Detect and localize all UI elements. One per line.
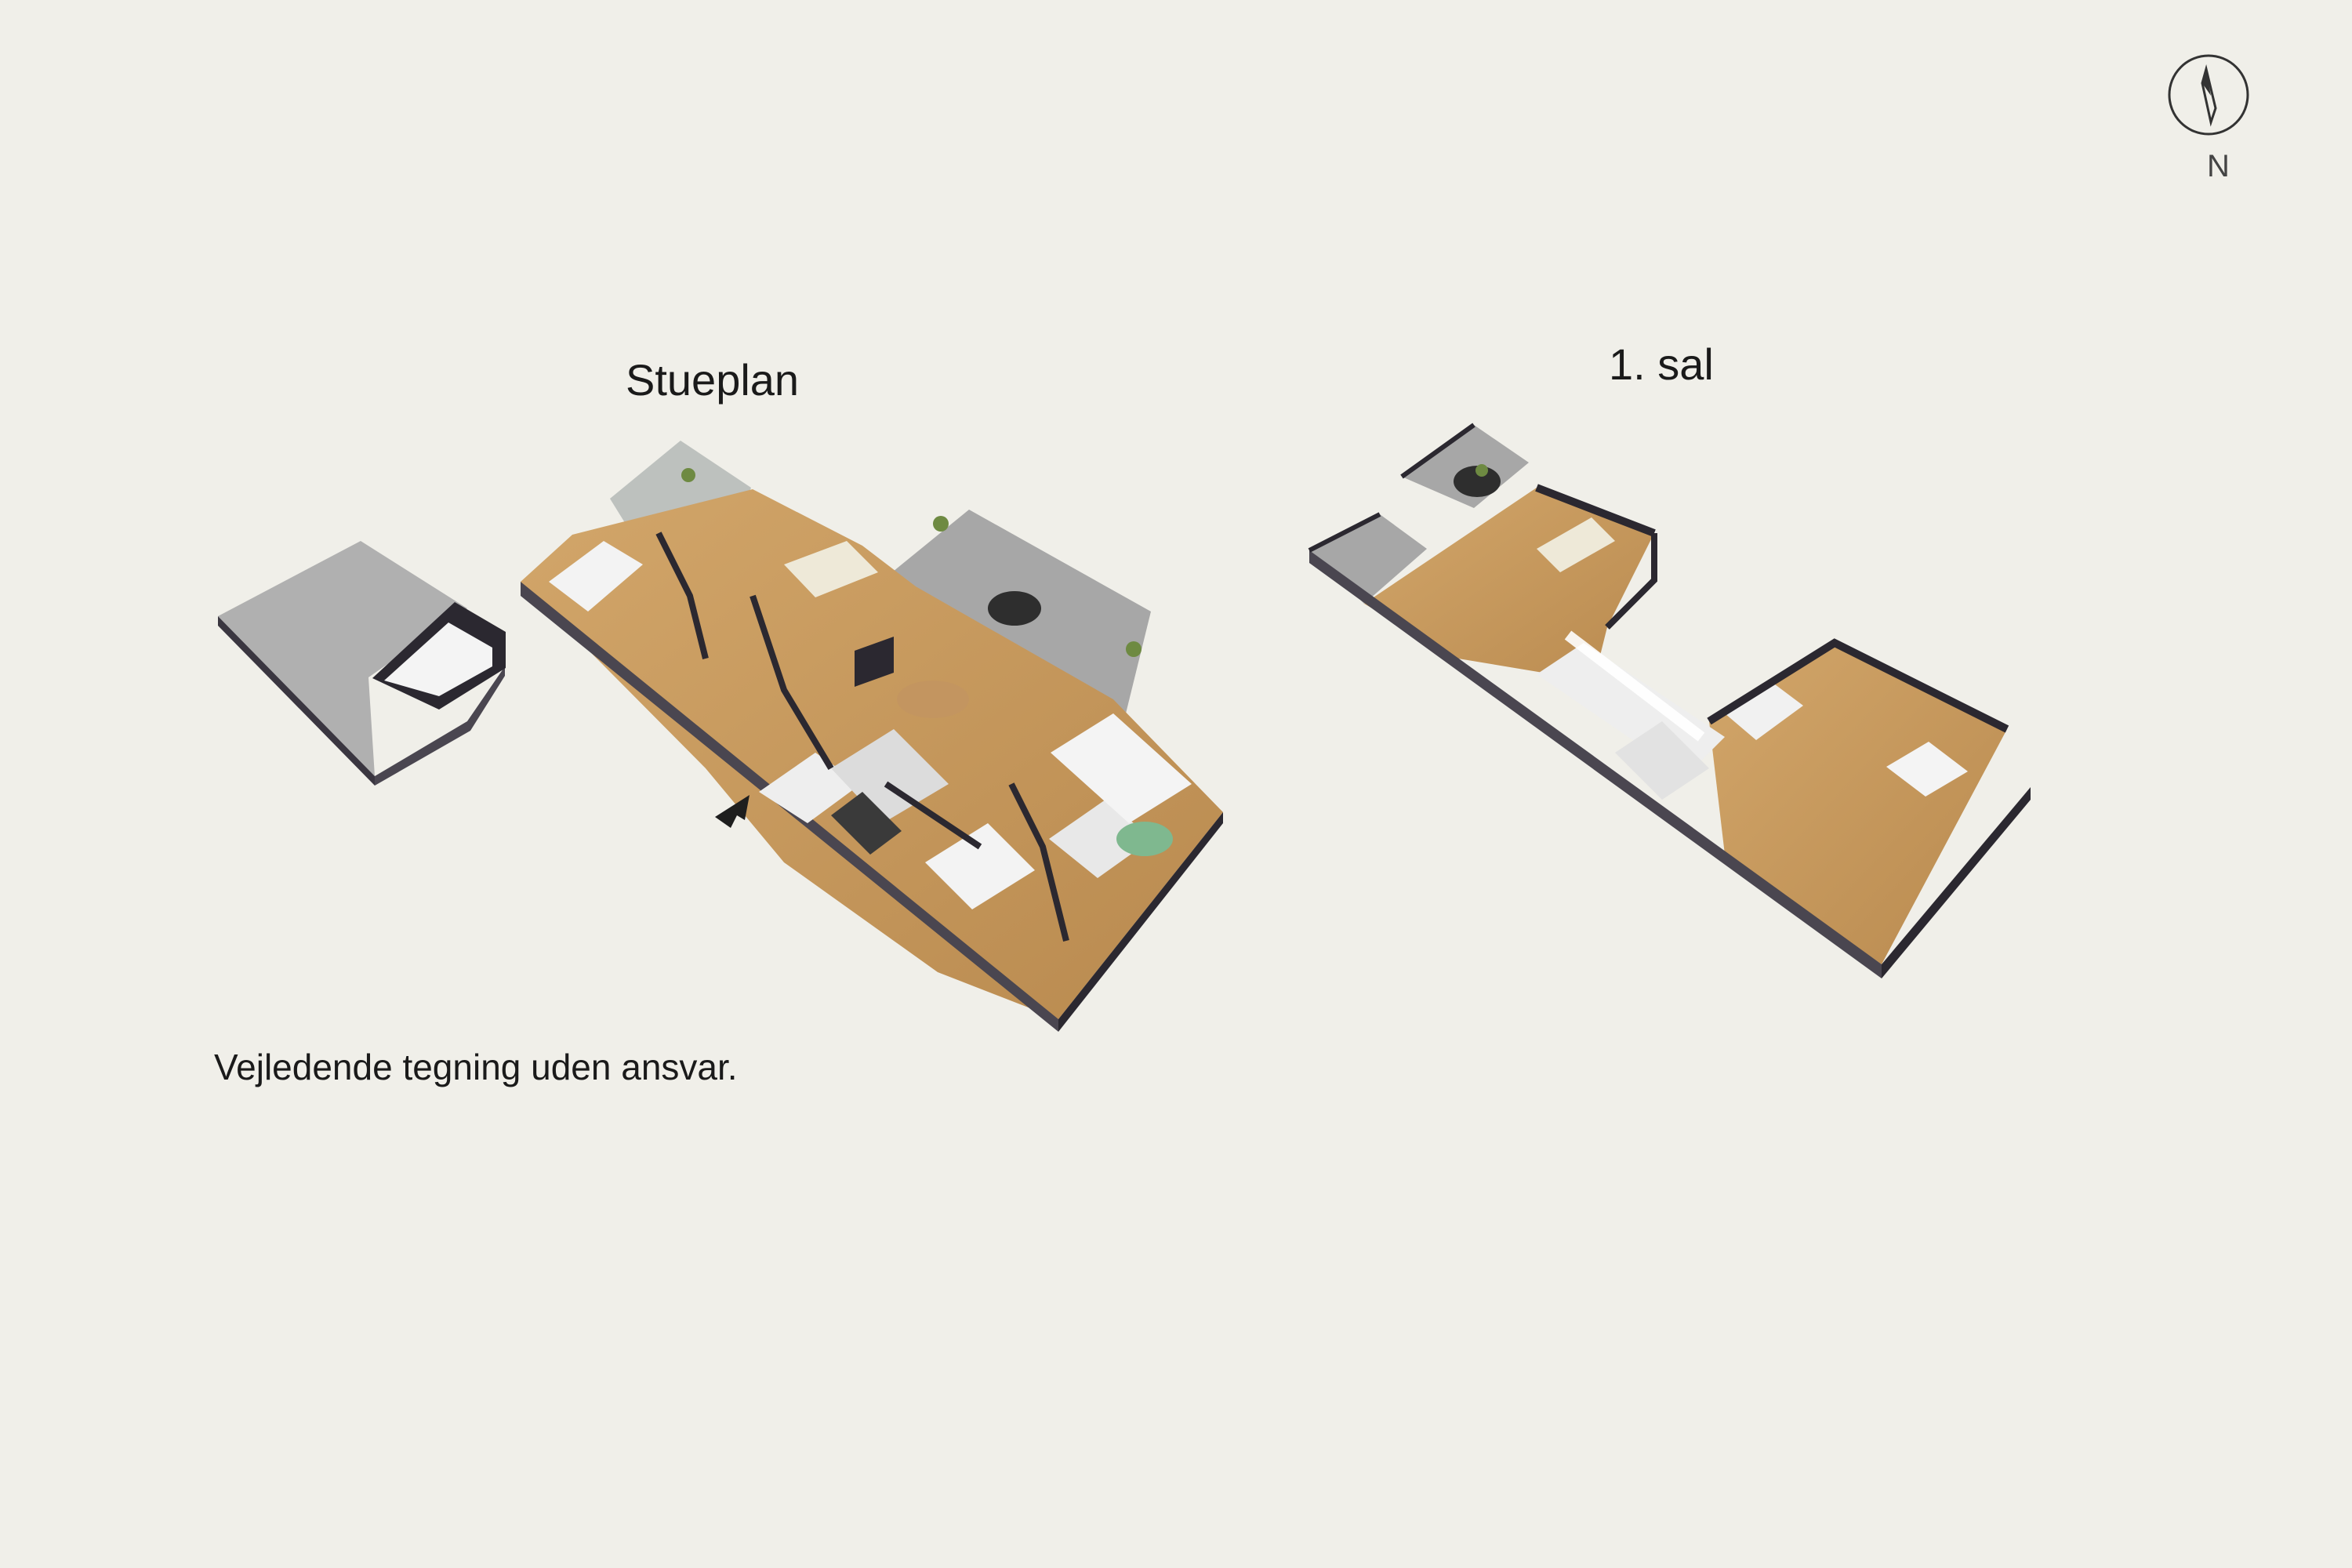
compass-north-label: N [2207,149,2230,183]
first-floor-title: 1. sal [1609,339,1714,389]
ground-floor-plan [521,441,1223,1032]
first-floor-plan [1308,423,2031,978]
entrance-arrow-icon [715,795,750,828]
disclaimer-text: Vejledende tegning uden ansvar. [214,1047,738,1087]
shed-plan [218,541,506,786]
compass-icon [2168,54,2249,136]
ground-floor-title: Stueplan [626,355,800,405]
